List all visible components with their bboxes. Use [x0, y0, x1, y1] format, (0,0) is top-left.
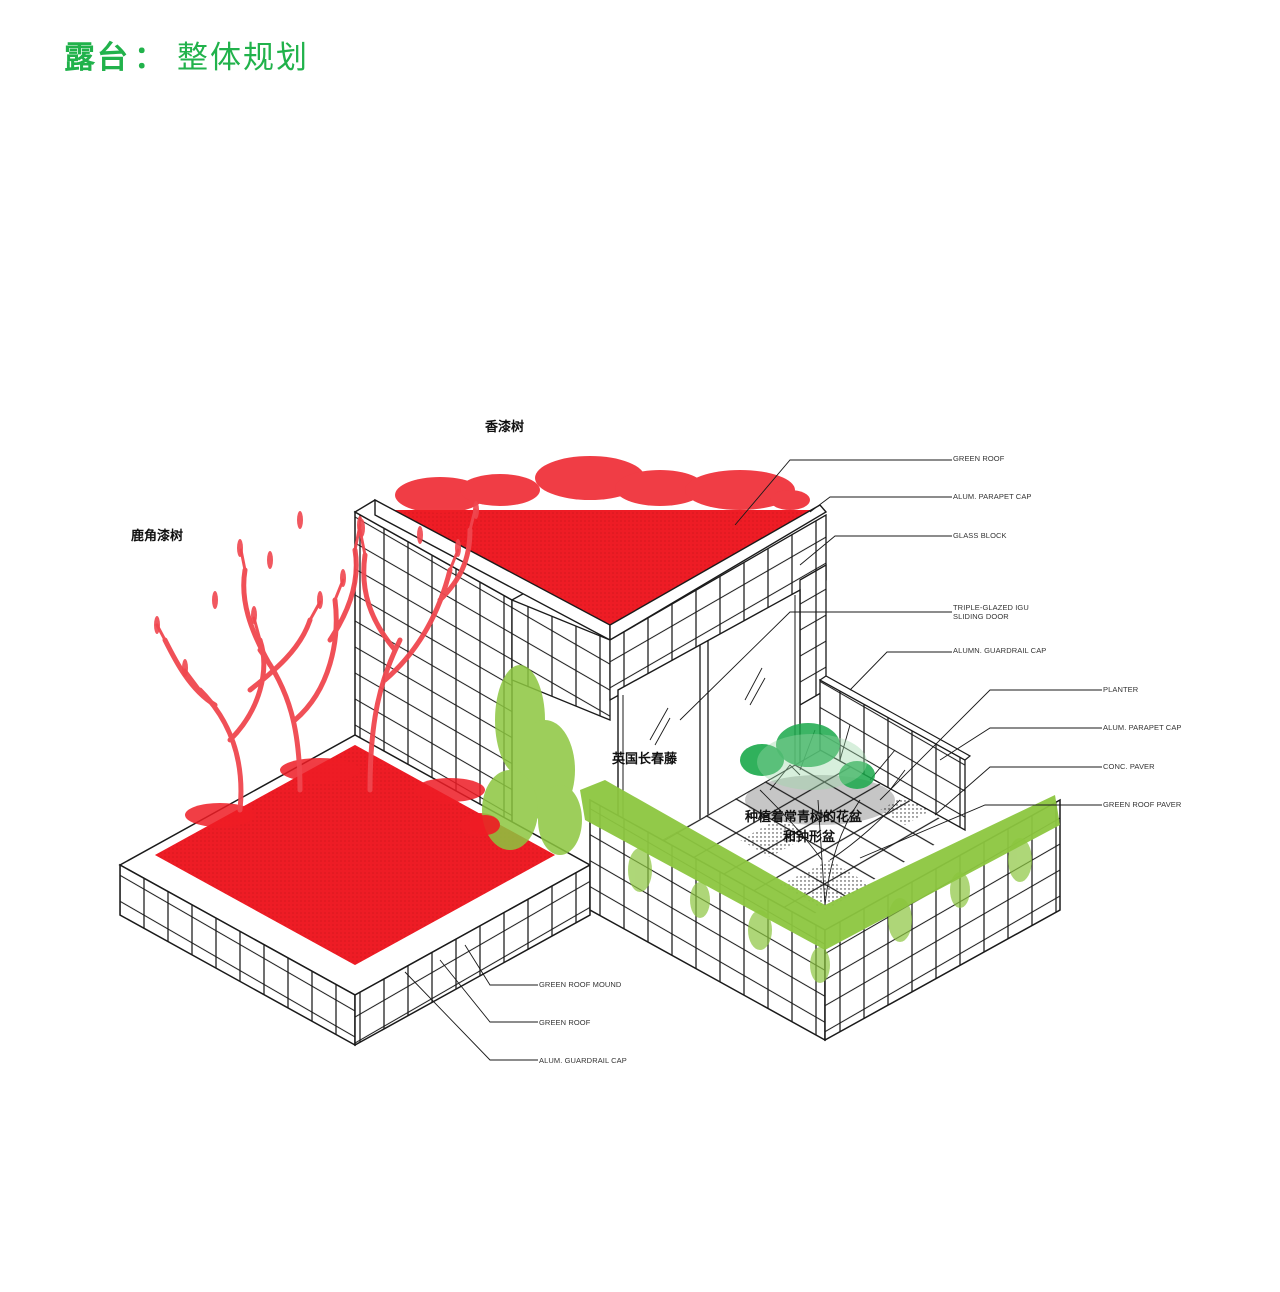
callout-conc-paver: CONC. PAVER [1103, 762, 1155, 771]
evergreen-tree [740, 723, 906, 906]
callout-alum-parapet-cap-lower: ALUM. PARAPET CAP [1103, 723, 1182, 732]
callout-planter: PLANTER [1103, 685, 1139, 694]
label-staghorn-sumac: 鹿角漆树 [131, 529, 184, 544]
label-sumac: 香漆树 [485, 420, 525, 435]
callout-triple-glazed-igu-line1: TRIPLE-GLAZED IGU [953, 603, 1029, 612]
callout-triple-glazed-igu-line2: SLIDING DOOR [953, 612, 1009, 621]
title-terrace: 露台 [64, 40, 130, 76]
label-evergreen-planter-line2: 和钟形盆 [783, 830, 836, 845]
front-planter-walls [580, 780, 1061, 1042]
title-overall-plan: 整体规划 [177, 40, 309, 76]
callout-alum-guardrail-cap: ALUM. GUARDRAIL CAP [539, 1056, 627, 1065]
terrace-back-guardrail [818, 675, 972, 832]
callout-triple-glazed-igu: TRIPLE-GLAZED IGU SLIDING DOOR [953, 603, 1029, 621]
callout-leader-lines [404, 459, 1102, 1061]
staghorn-sumac-trees [155, 508, 477, 813]
callout-green-roof-mound: GREEN ROOF MOUND [539, 980, 622, 989]
callout-alum-parapet-cap-upper: ALUM. PARAPET CAP [953, 492, 1032, 501]
label-english-ivy: 英国长春藤 [612, 752, 678, 767]
callout-alumn-guardrail-cap: ALUMN. GUARDRAIL CAP [953, 646, 1047, 655]
title-separator: ： [134, 40, 167, 76]
callout-green-roof: GREEN ROOF [953, 454, 1005, 463]
left-planter-box [118, 734, 592, 1047]
staghorn-sumac-leaves [154, 501, 479, 677]
callout-green-roof-lower: GREEN ROOF [539, 1018, 591, 1027]
callout-green-roof-paver: GREEN ROOF PAVER [1103, 800, 1182, 809]
label-evergreen-planter-line1: 种植着常青树的花盆 [745, 810, 863, 825]
upper-green-roof [380, 456, 820, 625]
page-title: 露台： 整体规划 [64, 32, 309, 77]
callout-glass-block: GLASS BLOCK [953, 531, 1007, 540]
